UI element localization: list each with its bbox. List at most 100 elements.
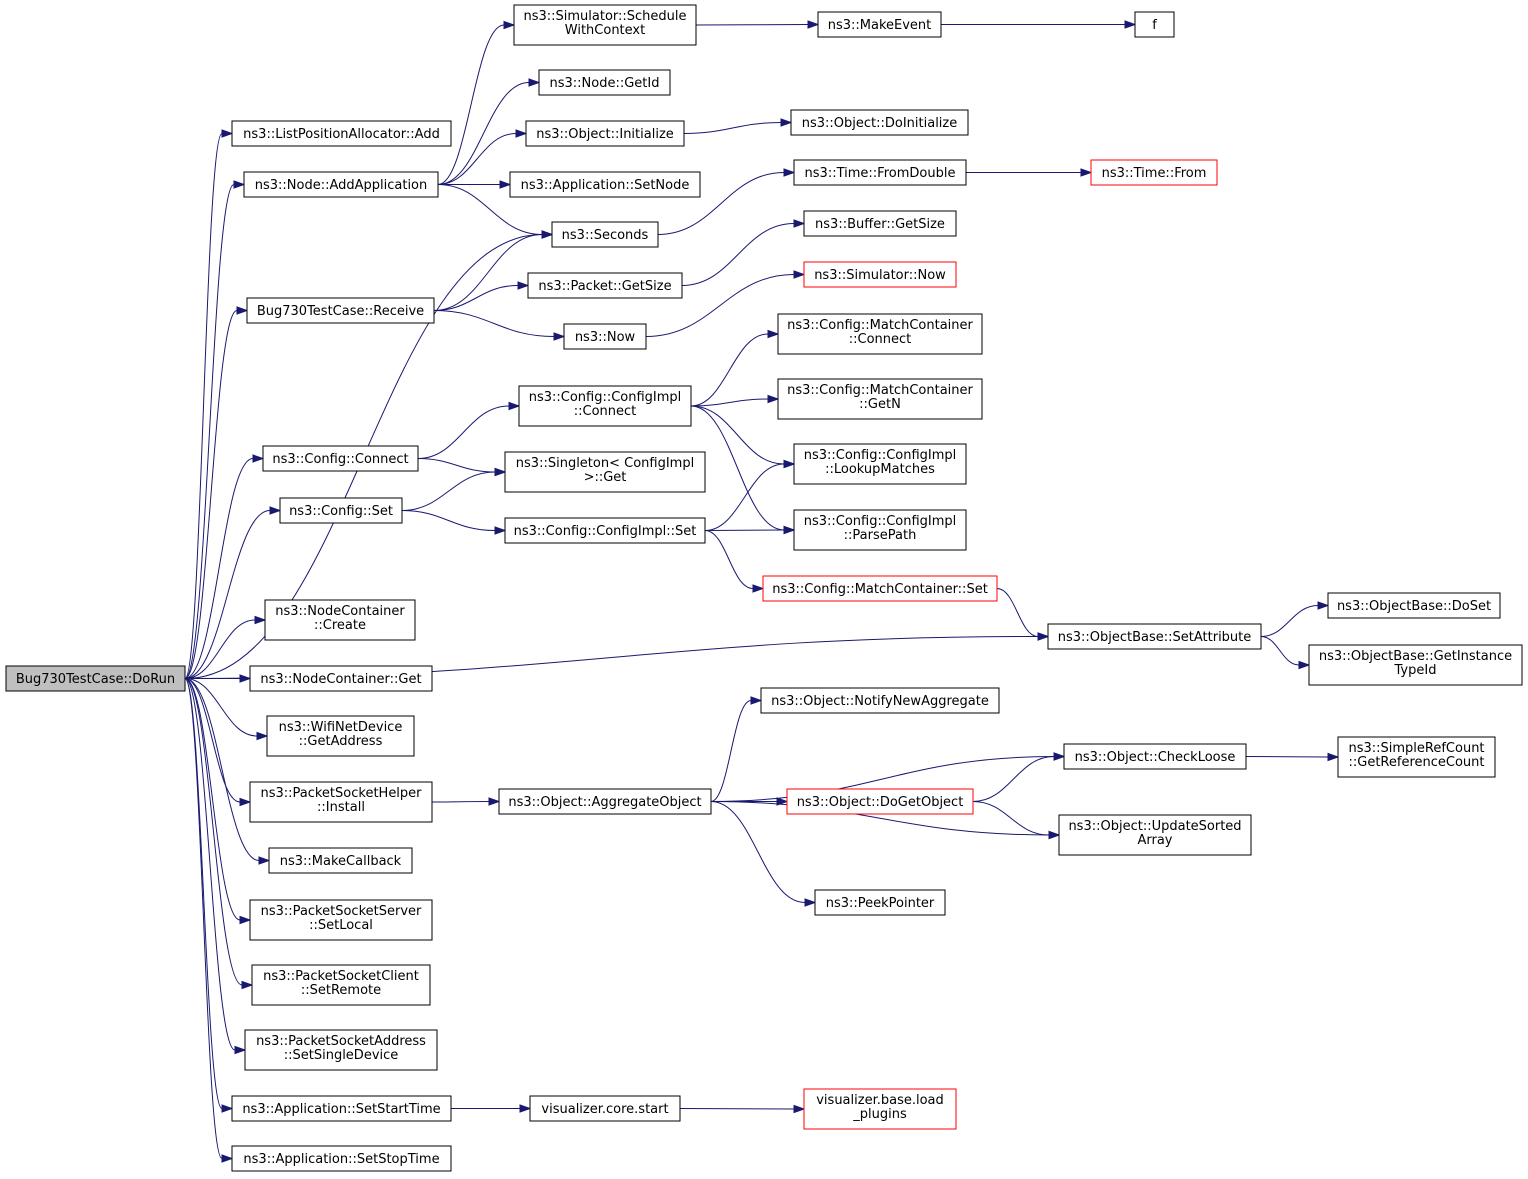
node-box (249, 781, 433, 823)
node-label: ns3::Config::Set (289, 504, 393, 519)
call-edge (184, 678, 252, 807)
function-node-checkloose[interactable]: ns3::Object::CheckLoose (1063, 743, 1247, 770)
function-node-time_fromdouble[interactable]: ns3::Time::FromDouble (793, 159, 967, 186)
function-node-receive[interactable]: Bug730TestCase::Receive (246, 297, 435, 324)
function-node-peekpointer[interactable]: ns3::PeekPointer (814, 889, 946, 916)
function-node-wifi_getaddr[interactable]: ns3::WifiNetDevice::GetAddress (266, 715, 415, 757)
node-box (1058, 814, 1252, 856)
function-node-psa_single[interactable]: ns3::PacketSocketAddress::SetSingleDevic… (244, 1029, 438, 1071)
function-node-node_getid[interactable]: ns3::Node::GetId (538, 69, 671, 96)
call-edge (972, 752, 1066, 802)
function-node-pss_setlocal[interactable]: ns3::PacketSocketServer::SetLocal (249, 899, 433, 941)
node-box (509, 171, 701, 198)
node-box (814, 889, 946, 916)
node-box (817, 11, 942, 38)
function-node-ob_doset[interactable]: ns3::ObjectBase::DoSet (1327, 592, 1501, 619)
function-node-dogetobject[interactable]: ns3::Object::DoGetObject (786, 788, 974, 815)
node-label: ns3::ObjectBase::SetAttribute (1058, 630, 1252, 645)
call-edge (184, 678, 234, 1113)
function-node-now[interactable]: ns3::Now (563, 323, 647, 350)
function-node-parsepath[interactable]: ns3::Config::ConfigImpl::ParsePath (793, 509, 967, 551)
call-nodes: Bug730TestCase::DoRun ns3::ListPositionAl… (5, 4, 1523, 1172)
call-edge (433, 230, 554, 311)
function-node-makecallback[interactable]: ns3::MakeCallback (268, 847, 413, 874)
function-node-obj_doinit[interactable]: ns3::Object::DoInitialize (790, 109, 969, 136)
call-edge (401, 510, 507, 535)
function-node-singleton_get[interactable]: ns3::Singleton< ConfigImpl>::Get (504, 451, 706, 493)
function-node-ob_setattr[interactable]: ns3::ObjectBase::SetAttribute (1047, 623, 1262, 650)
node-box (264, 599, 416, 641)
function-node-mc_set[interactable]: ns3::Config::MatchContainer::Set (762, 575, 998, 602)
node-label: ns3::PacketSocketClient (263, 969, 419, 984)
node-box (803, 1088, 957, 1130)
function-node-lookup[interactable]: ns3::Config::ConfigImpl::LookupMatches (793, 443, 967, 485)
function-node-aggregate[interactable]: ns3::Object::AggregateObject (498, 788, 712, 815)
function-node-makeevent[interactable]: ns3::MakeEvent (817, 11, 942, 38)
function-node-notify[interactable]: ns3::Object::NotifyNewAggregate (760, 687, 1000, 714)
call-edge (679, 1104, 806, 1114)
node-label: ns3::Application::SetStartTime (242, 1102, 440, 1117)
call-edge (1260, 601, 1330, 637)
node-box (777, 313, 983, 355)
function-node-buf_getsize[interactable]: ns3::Buffer::GetSize (803, 210, 957, 237)
function-node-cfg_connect[interactable]: ns3::Config::Connect (262, 445, 419, 472)
node-box (793, 509, 967, 551)
function-node-vis_start[interactable]: visualizer.core.start (529, 1095, 681, 1122)
node-label: ::SetSingleDevice (284, 1048, 399, 1063)
function-node-nc_get[interactable]: ns3::NodeContainer::Get (249, 665, 433, 692)
node-box (760, 687, 1000, 714)
function-node-cfg_set[interactable]: ns3::Config::Set (279, 497, 403, 524)
function-node-app_setnode[interactable]: ns3::Application::SetNode (509, 171, 701, 198)
node-box (504, 517, 706, 544)
function-node-f[interactable]: f (1134, 11, 1175, 38)
function-node-dorun[interactable]: Bug730TestCase::DoRun (5, 665, 186, 692)
call-edge (965, 168, 1093, 177)
call-edge (1260, 636, 1311, 670)
node-label: ns3::Time::FromDouble (805, 166, 956, 181)
node-label: ns3::Node::AddApplication (255, 178, 428, 193)
function-node-addapp[interactable]: ns3::Node::AddApplication (243, 171, 439, 198)
call-edge (417, 401, 521, 459)
call-edge (433, 281, 530, 311)
node-box (1047, 623, 1262, 650)
call-edge (184, 678, 271, 865)
node-label: ::GetAddress (299, 734, 383, 749)
function-node-nc_create[interactable]: ns3::NodeContainer::Create (264, 599, 416, 641)
call-edge (450, 1104, 532, 1113)
call-edge (184, 129, 234, 679)
call-edge (1245, 752, 1340, 762)
node-box (504, 451, 706, 493)
function-node-app_stop[interactable]: ns3::Application::SetStopTime (231, 1145, 452, 1172)
function-node-mc_connect[interactable]: ns3::Config::MatchContainer::Connect (777, 313, 983, 355)
function-node-psh_install[interactable]: ns3::PacketSocketHelper::Install (249, 781, 433, 823)
function-node-time_from[interactable]: ns3::Time::From (1090, 159, 1218, 186)
call-edge (657, 168, 796, 235)
function-node-vis_load[interactable]: visualizer.base.load_plugins (803, 1088, 957, 1130)
call-edge (690, 405, 796, 535)
function-node-obj_init[interactable]: ns3::Object::Initialize (525, 120, 685, 147)
node-label: ns3::Now (575, 330, 636, 345)
call-edge (437, 78, 541, 185)
node-label: f (1152, 18, 1157, 33)
function-node-psc_setremote[interactable]: ns3::PacketSocketClient::SetRemote (251, 964, 431, 1006)
function-node-srcount[interactable]: ns3::SimpleRefCount::GetReferenceCount (1337, 736, 1496, 778)
function-node-seconds[interactable]: ns3::Seconds (551, 221, 659, 248)
function-node-pkt_getsize[interactable]: ns3::Packet::GetSize (527, 272, 683, 299)
function-node-lpa_add[interactable]: ns3::ListPositionAllocator::Add (231, 120, 452, 147)
function-node-app_start[interactable]: ns3::Application::SetStartTime (231, 1095, 452, 1122)
function-node-cfgimpl_set[interactable]: ns3::Config::ConfigImpl::Set (504, 517, 706, 544)
call-edge (184, 306, 249, 679)
call-edge (184, 615, 267, 679)
function-node-mc_getn[interactable]: ns3::Config::MatchContainer::GetN (777, 378, 983, 420)
node-label: ns3::Config::ConfigImpl (804, 514, 957, 529)
function-node-cfgimpl_connect[interactable]: ns3::Config::ConfigImpl::Connect (518, 385, 692, 427)
node-label: Bug730TestCase::Receive (257, 304, 424, 319)
node-box (563, 323, 647, 350)
function-node-sim_now[interactable]: ns3::Simulator::Now (803, 261, 957, 288)
node-label: ns3::Config::Connect (272, 452, 408, 467)
call-edge (184, 678, 234, 1163)
